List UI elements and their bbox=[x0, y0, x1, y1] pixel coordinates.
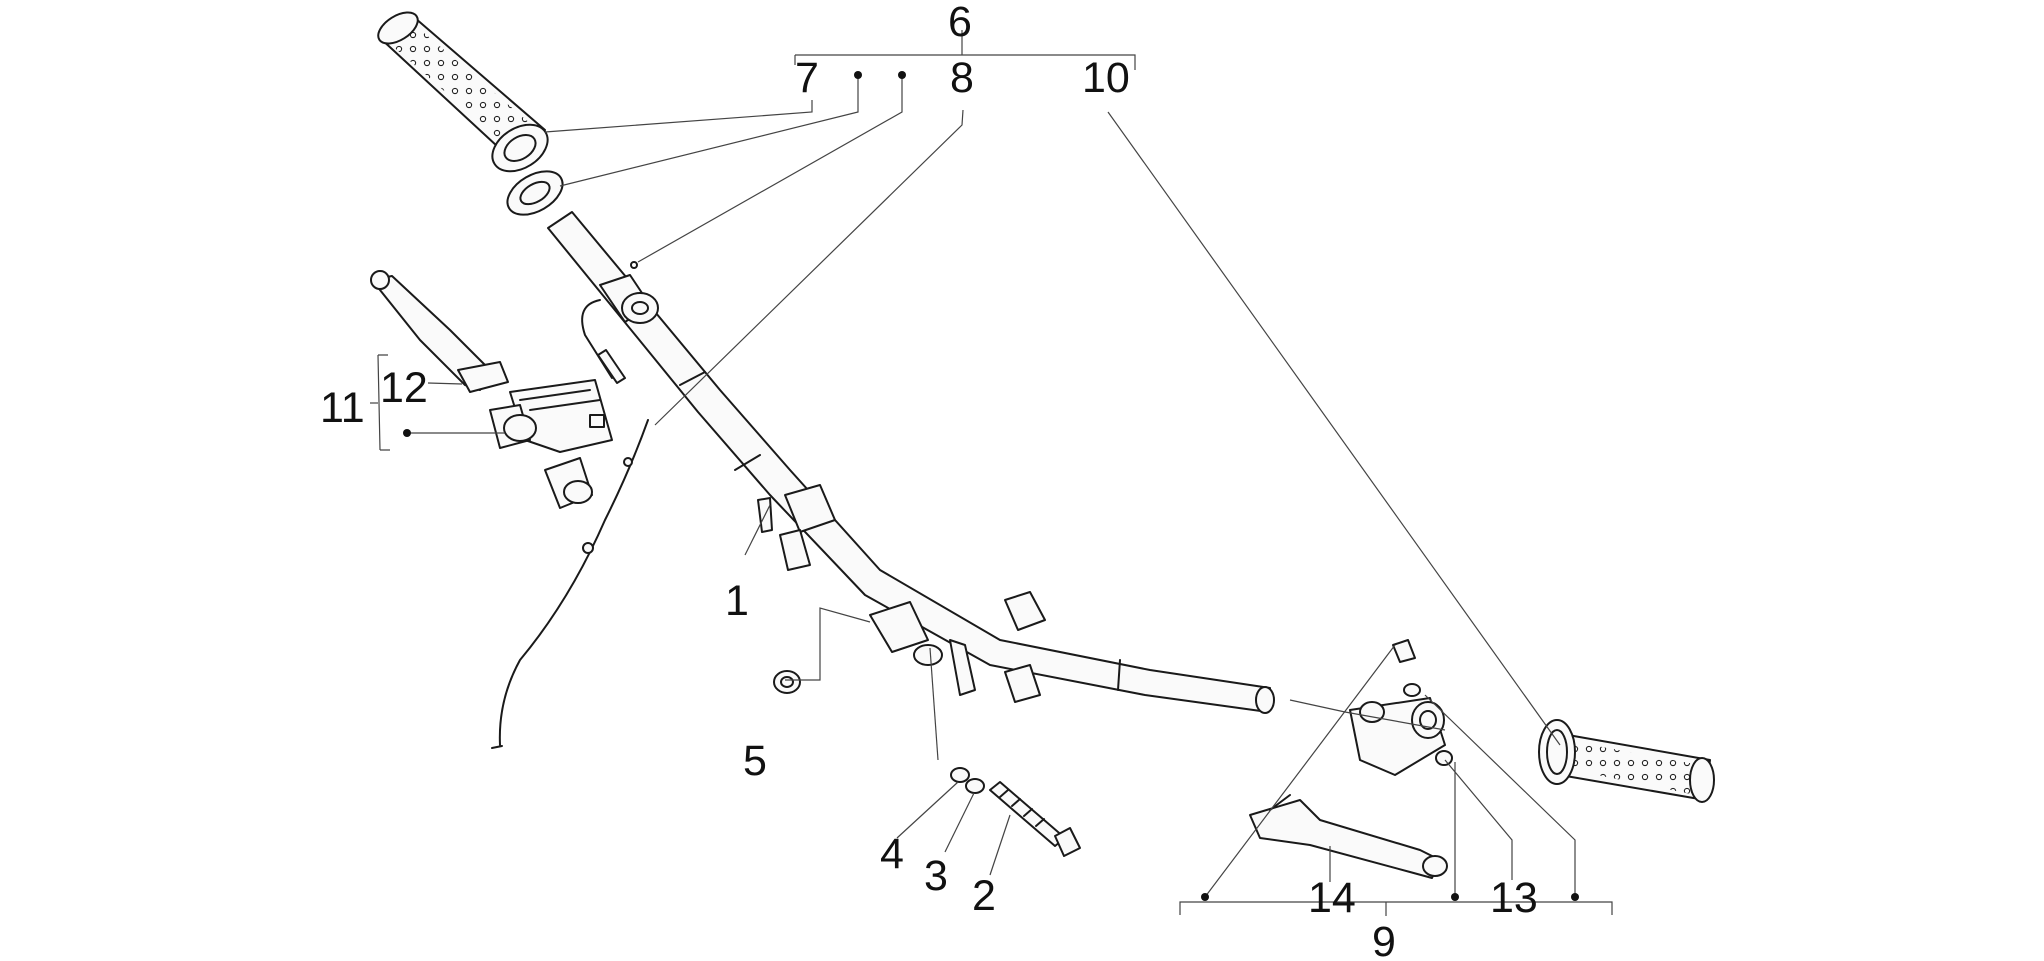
handlebar-clamp-left bbox=[757, 484, 1046, 703]
label-9: 9 bbox=[1372, 918, 1396, 961]
label-8: 8 bbox=[950, 54, 974, 102]
left-brake-lever bbox=[370, 270, 509, 393]
label-13: 13 bbox=[1490, 874, 1538, 922]
label-7: 7 bbox=[795, 54, 819, 102]
part-labels: 6 7 8 10 12 11 1 5 4 3 2 14 13 9 bbox=[320, 0, 1538, 961]
label-1: 1 bbox=[725, 577, 749, 625]
leader-lines bbox=[370, 30, 1613, 916]
left-grip bbox=[377, 11, 549, 173]
label-14: 14 bbox=[1308, 874, 1356, 922]
label-6: 6 bbox=[948, 0, 972, 46]
master-cylinder bbox=[489, 379, 613, 509]
label-5: 5 bbox=[743, 737, 767, 785]
label-12: 12 bbox=[380, 364, 428, 412]
right-grip bbox=[1538, 719, 1715, 803]
label-3: 3 bbox=[924, 852, 948, 900]
bullet-dots bbox=[403, 71, 1579, 901]
grip-washer bbox=[506, 170, 564, 216]
throttle-control bbox=[581, 261, 659, 384]
label-10: 10 bbox=[1082, 54, 1130, 102]
brake-hose bbox=[491, 419, 649, 749]
nut bbox=[773, 670, 801, 694]
label-2: 2 bbox=[972, 872, 996, 920]
label-11: 11 bbox=[320, 384, 365, 432]
right-brake-lever bbox=[1249, 794, 1448, 879]
right-lever-bracket bbox=[1349, 639, 1453, 776]
bolt-and-washers bbox=[950, 767, 1081, 857]
label-4: 4 bbox=[880, 830, 904, 878]
